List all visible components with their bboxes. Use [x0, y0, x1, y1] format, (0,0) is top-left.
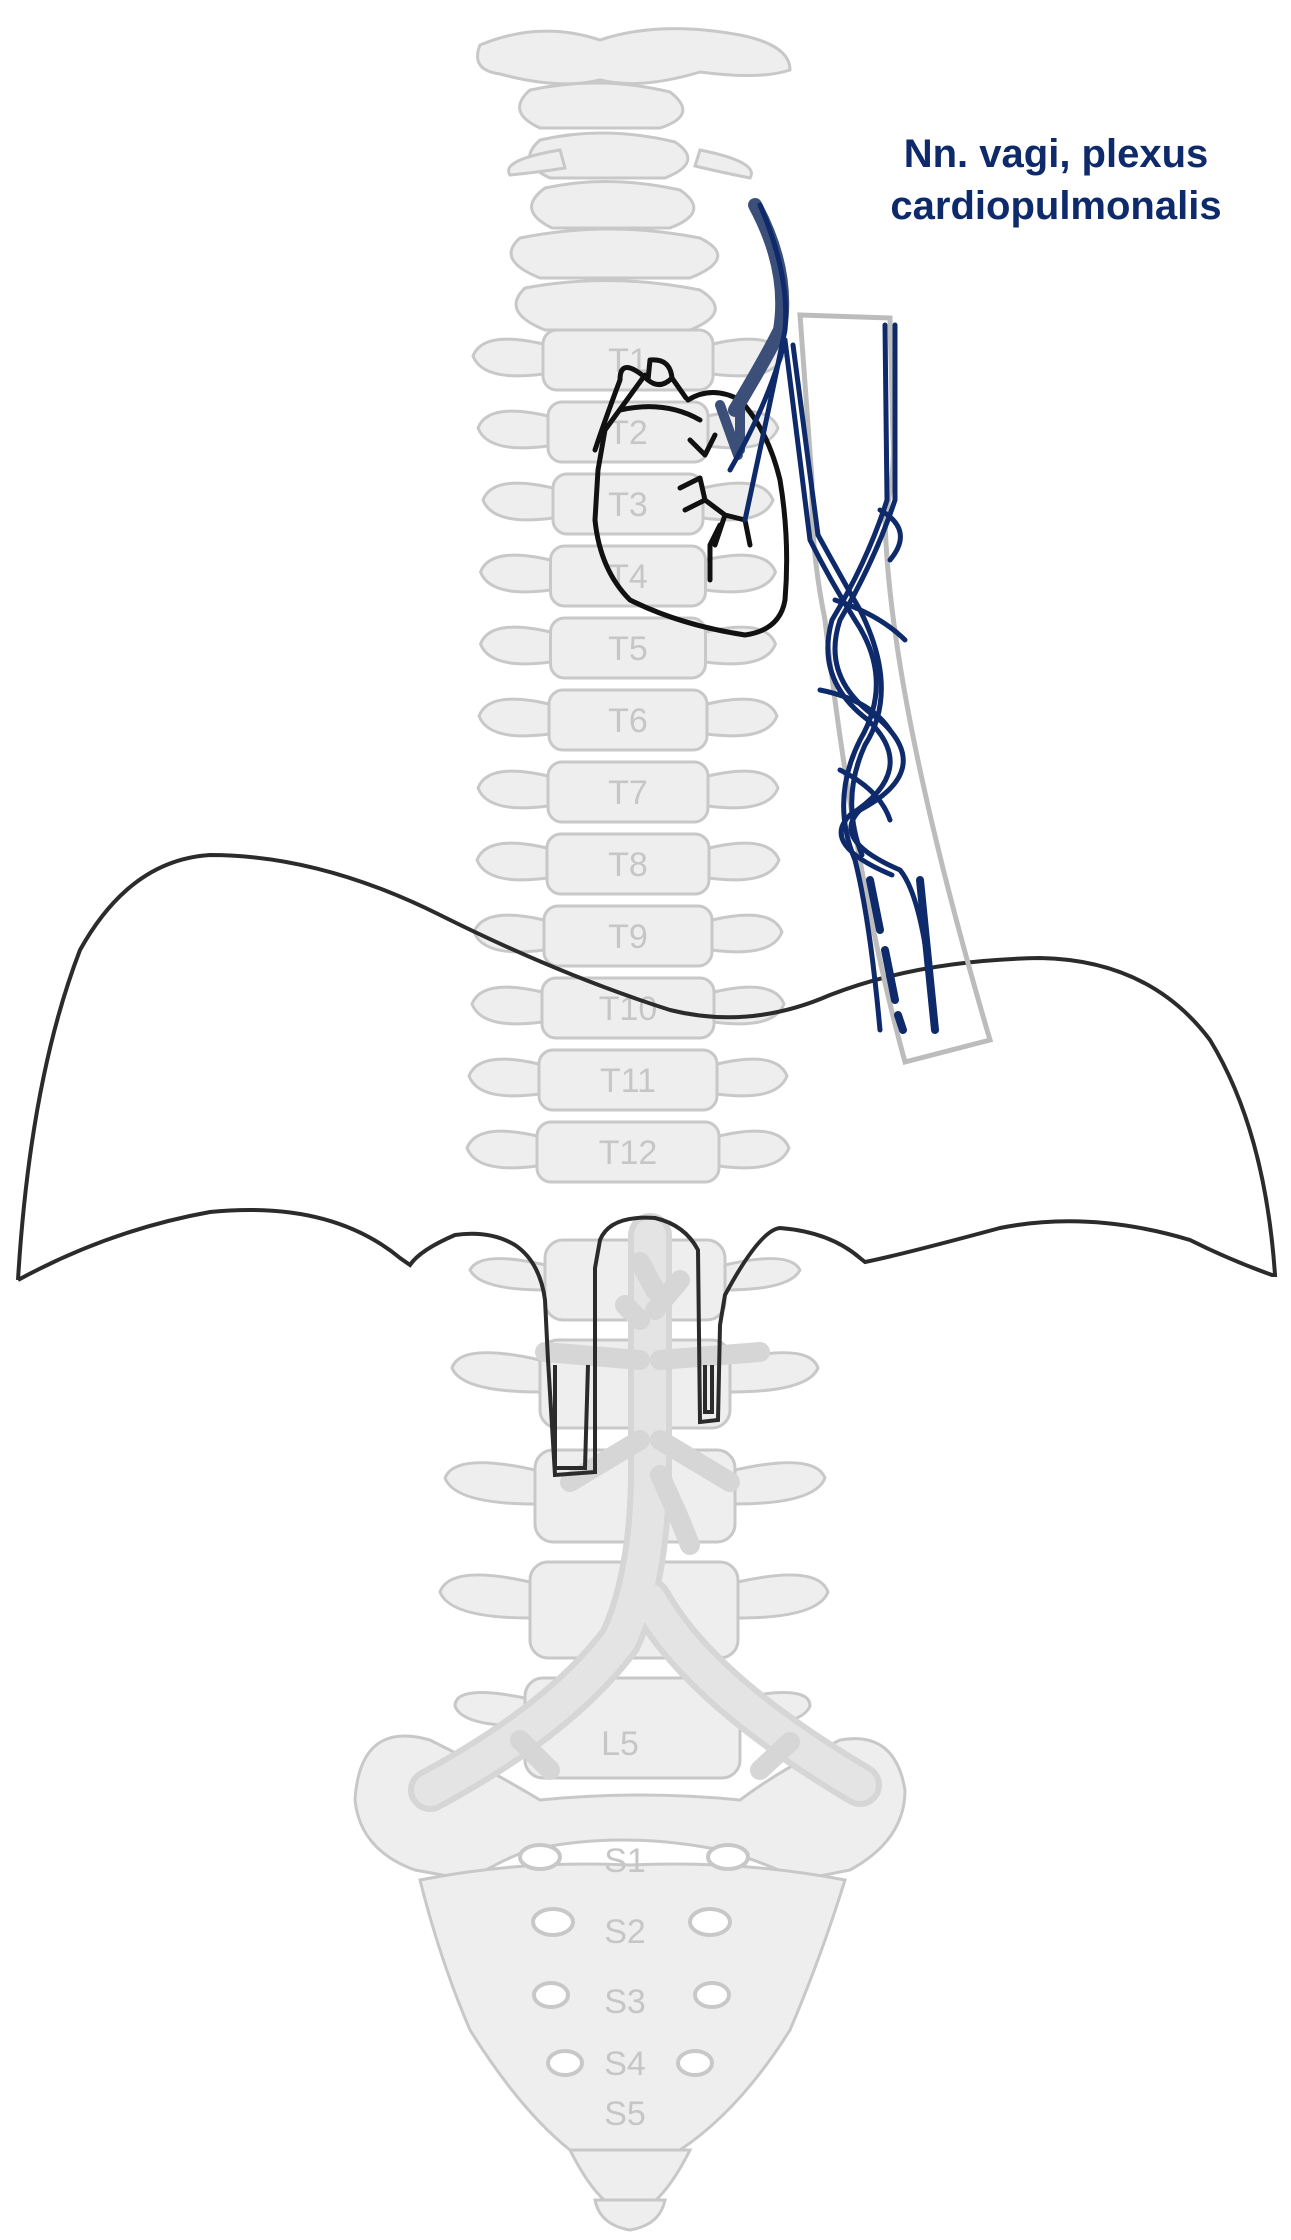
vertebra-label-s5: S5 [604, 2095, 646, 2133]
vertebra-label-t5: T5 [608, 630, 648, 668]
vagus-nerves [720, 205, 935, 1030]
vertebra-label-t3: T3 [608, 486, 648, 524]
cervical-spine [478, 29, 791, 330]
vertebra-label-t11: T11 [600, 1062, 656, 1100]
transverse-process-t7-left [478, 771, 548, 808]
transverse-process-t6-right [707, 699, 777, 736]
transverse-process-t10-left [472, 987, 542, 1024]
transverse-process-t7-right [708, 771, 778, 808]
vertebra-label-t12: T12 [599, 1134, 658, 1172]
vertebra-label-s4: S4 [604, 2045, 646, 2083]
vertebra-label-s2: S2 [604, 1913, 646, 1951]
transverse-process-t9-right [712, 915, 782, 952]
vertebra-label-t6: T6 [608, 702, 648, 740]
transverse-process-t2-left [478, 411, 548, 448]
transverse-process-t4-right [706, 555, 776, 592]
transverse-process-t1-left [473, 339, 543, 376]
transverse-process-t8-right [709, 843, 779, 880]
transverse-process-t8-left [477, 843, 547, 880]
transverse-process-t6-left [479, 699, 549, 736]
transverse-process-t11-right [717, 1059, 787, 1096]
nerve-label-line1: Nn. vagi, plexus [841, 128, 1271, 180]
vertebra-label-s3: S3 [604, 1983, 646, 2021]
transverse-process-t11-left [469, 1059, 539, 1096]
nerve-label-line2: cardiopulmonalis [841, 180, 1271, 232]
transverse-process-t3-right [703, 483, 773, 520]
transverse-process-t12-right [719, 1131, 789, 1168]
nerve-label: Nn. vagi, plexus cardiopulmonalis [841, 128, 1271, 232]
transverse-process-t3-left [483, 483, 553, 520]
vertebra-label-t9: T9 [608, 918, 648, 956]
transverse-process-t12-left [467, 1131, 537, 1168]
vertebra-label-l5: L5 [601, 1725, 639, 1763]
transverse-process-t5-left [481, 627, 551, 664]
vertebra-label-s1: S1 [604, 1842, 646, 1880]
vertebra-label-t7: T7 [608, 774, 648, 812]
vertebra-label-t8: T8 [608, 846, 648, 884]
transverse-process-t4-left [481, 555, 551, 592]
